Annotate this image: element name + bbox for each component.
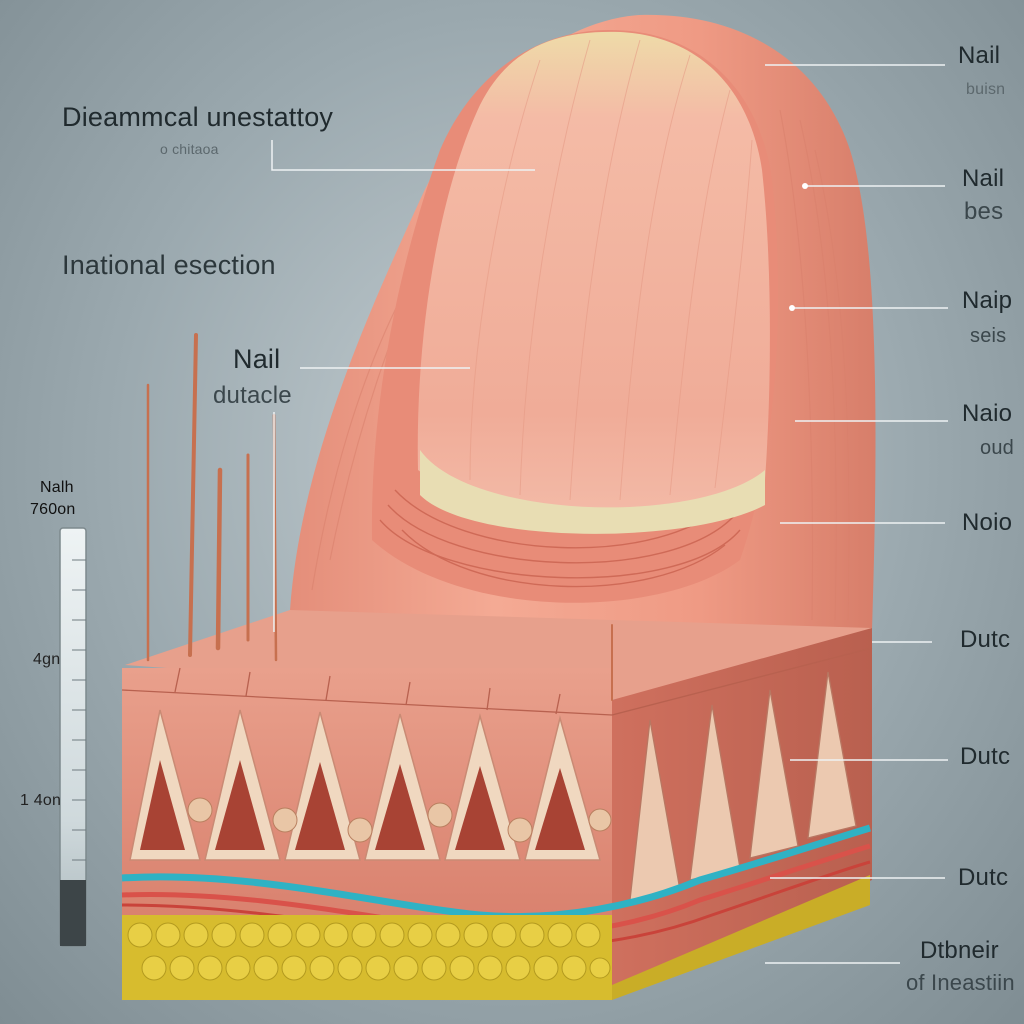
nail-plate — [417, 31, 770, 509]
scale-bar — [59, 527, 87, 947]
scale-mark-low: 1 4on — [20, 792, 62, 809]
right-label-3-sub: seis — [970, 325, 1007, 347]
right-label-4: Naio — [962, 400, 1013, 427]
nail-cuticle-label-line1: Nail — [233, 344, 281, 374]
right-label-4-sub: oud — [980, 437, 1014, 459]
right-label-7: Dutc — [960, 743, 1011, 770]
fat-cells — [127, 922, 611, 981]
side-fat-layer — [612, 875, 870, 1000]
diagram-title: Dieammcal unestattoy — [62, 102, 334, 132]
leader-dots — [789, 183, 808, 311]
right-label-2: Nail — [962, 165, 1005, 192]
leader-lines — [271, 64, 948, 964]
section-label: Inational esection — [62, 250, 276, 280]
sweat-gland-coils — [187, 797, 612, 843]
papillae-interior — [140, 760, 585, 850]
scale-mark-mid: 4gn — [33, 651, 61, 668]
right-label-3: Naip — [962, 287, 1013, 314]
scale-title-line1: Nalh — [40, 479, 74, 496]
epidermis-cells — [121, 647, 873, 716]
hairs — [146, 333, 613, 701]
right-label-1: Nail — [958, 42, 1001, 69]
lunula — [420, 450, 765, 534]
nail-cuticle-label-line2: dutacle — [213, 382, 292, 409]
diagram-title-sub: o chitaoa — [160, 141, 219, 157]
block-side — [612, 628, 872, 990]
right-label-9-sub: of Ineastiin — [906, 970, 1015, 995]
right-label-9: Dtbneir — [920, 937, 999, 964]
right-label-5: Noio — [962, 509, 1013, 536]
right-label-1-sub: buisn — [966, 81, 1006, 98]
nail-striations — [469, 39, 753, 501]
side-papillae — [629, 671, 857, 901]
scale-title-line2: 760on — [30, 501, 76, 518]
right-label-2-sub: bes — [964, 198, 1004, 225]
right-label-8: Dutc — [958, 864, 1009, 891]
right-label-6: Dutc — [960, 626, 1011, 653]
